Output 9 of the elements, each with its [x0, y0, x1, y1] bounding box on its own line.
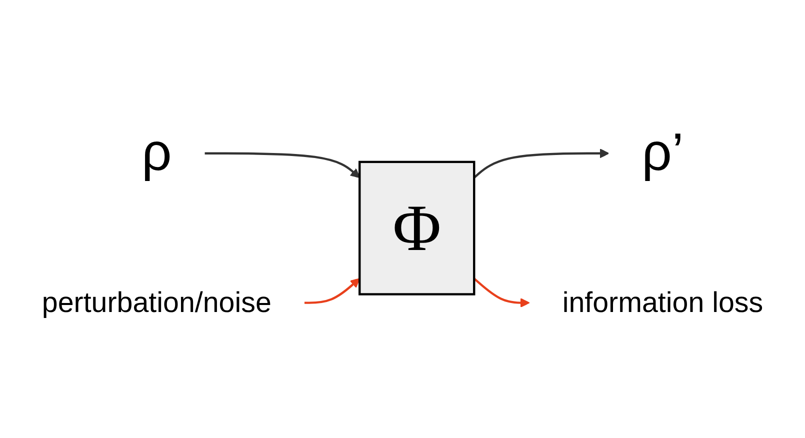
arrow [204, 152, 360, 178]
arrow [304, 278, 360, 304]
node-text: perturbation/noise [42, 286, 272, 319]
arrow [473, 278, 530, 308]
node-text: ρ’ [642, 124, 684, 182]
arrow [473, 148, 610, 178]
node-text: ρ [142, 124, 172, 182]
node-text: information loss [562, 286, 764, 319]
node-box: Φ [358, 160, 476, 296]
